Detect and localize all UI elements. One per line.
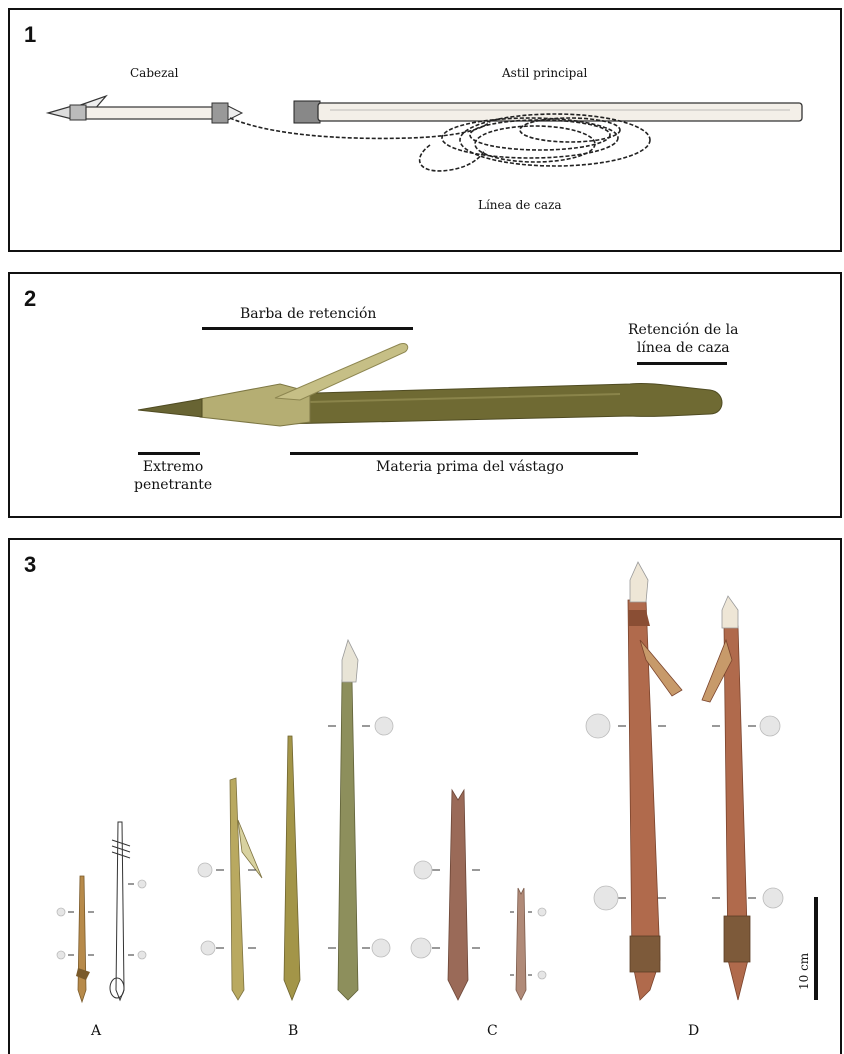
section-marker [375, 717, 393, 735]
group-b [198, 640, 393, 1000]
section-marker [763, 888, 783, 908]
section-marker [414, 861, 432, 879]
section-marker [372, 939, 390, 957]
group-a [57, 822, 146, 1002]
section-marker [538, 971, 546, 979]
section-marker [201, 941, 215, 955]
group-label-b: B [288, 1023, 298, 1039]
artifact-c2 [516, 888, 526, 1000]
scale-bar [814, 897, 818, 1000]
section-marker [594, 886, 618, 910]
section-marker [411, 938, 431, 958]
group-d [586, 562, 783, 1000]
group-label-a: A [91, 1023, 101, 1039]
section-marker [538, 908, 546, 916]
artifact-b1 [230, 778, 244, 1000]
group-label-c: C [487, 1023, 498, 1039]
section-marker [57, 908, 65, 916]
group-c [411, 790, 546, 1000]
section-marker [760, 716, 780, 736]
section-marker [138, 880, 146, 888]
group-label-d: D [688, 1023, 699, 1039]
scale-bar-label: 10 cm [797, 953, 811, 990]
section-marker [586, 714, 610, 738]
section-marker [57, 951, 65, 959]
section-marker [138, 951, 146, 959]
section-marker [198, 863, 212, 877]
artifact-b3 [338, 680, 358, 1000]
artifact-c1 [448, 790, 468, 1000]
artifact-b2 [284, 736, 300, 1000]
artifact-a1 [78, 876, 86, 1002]
